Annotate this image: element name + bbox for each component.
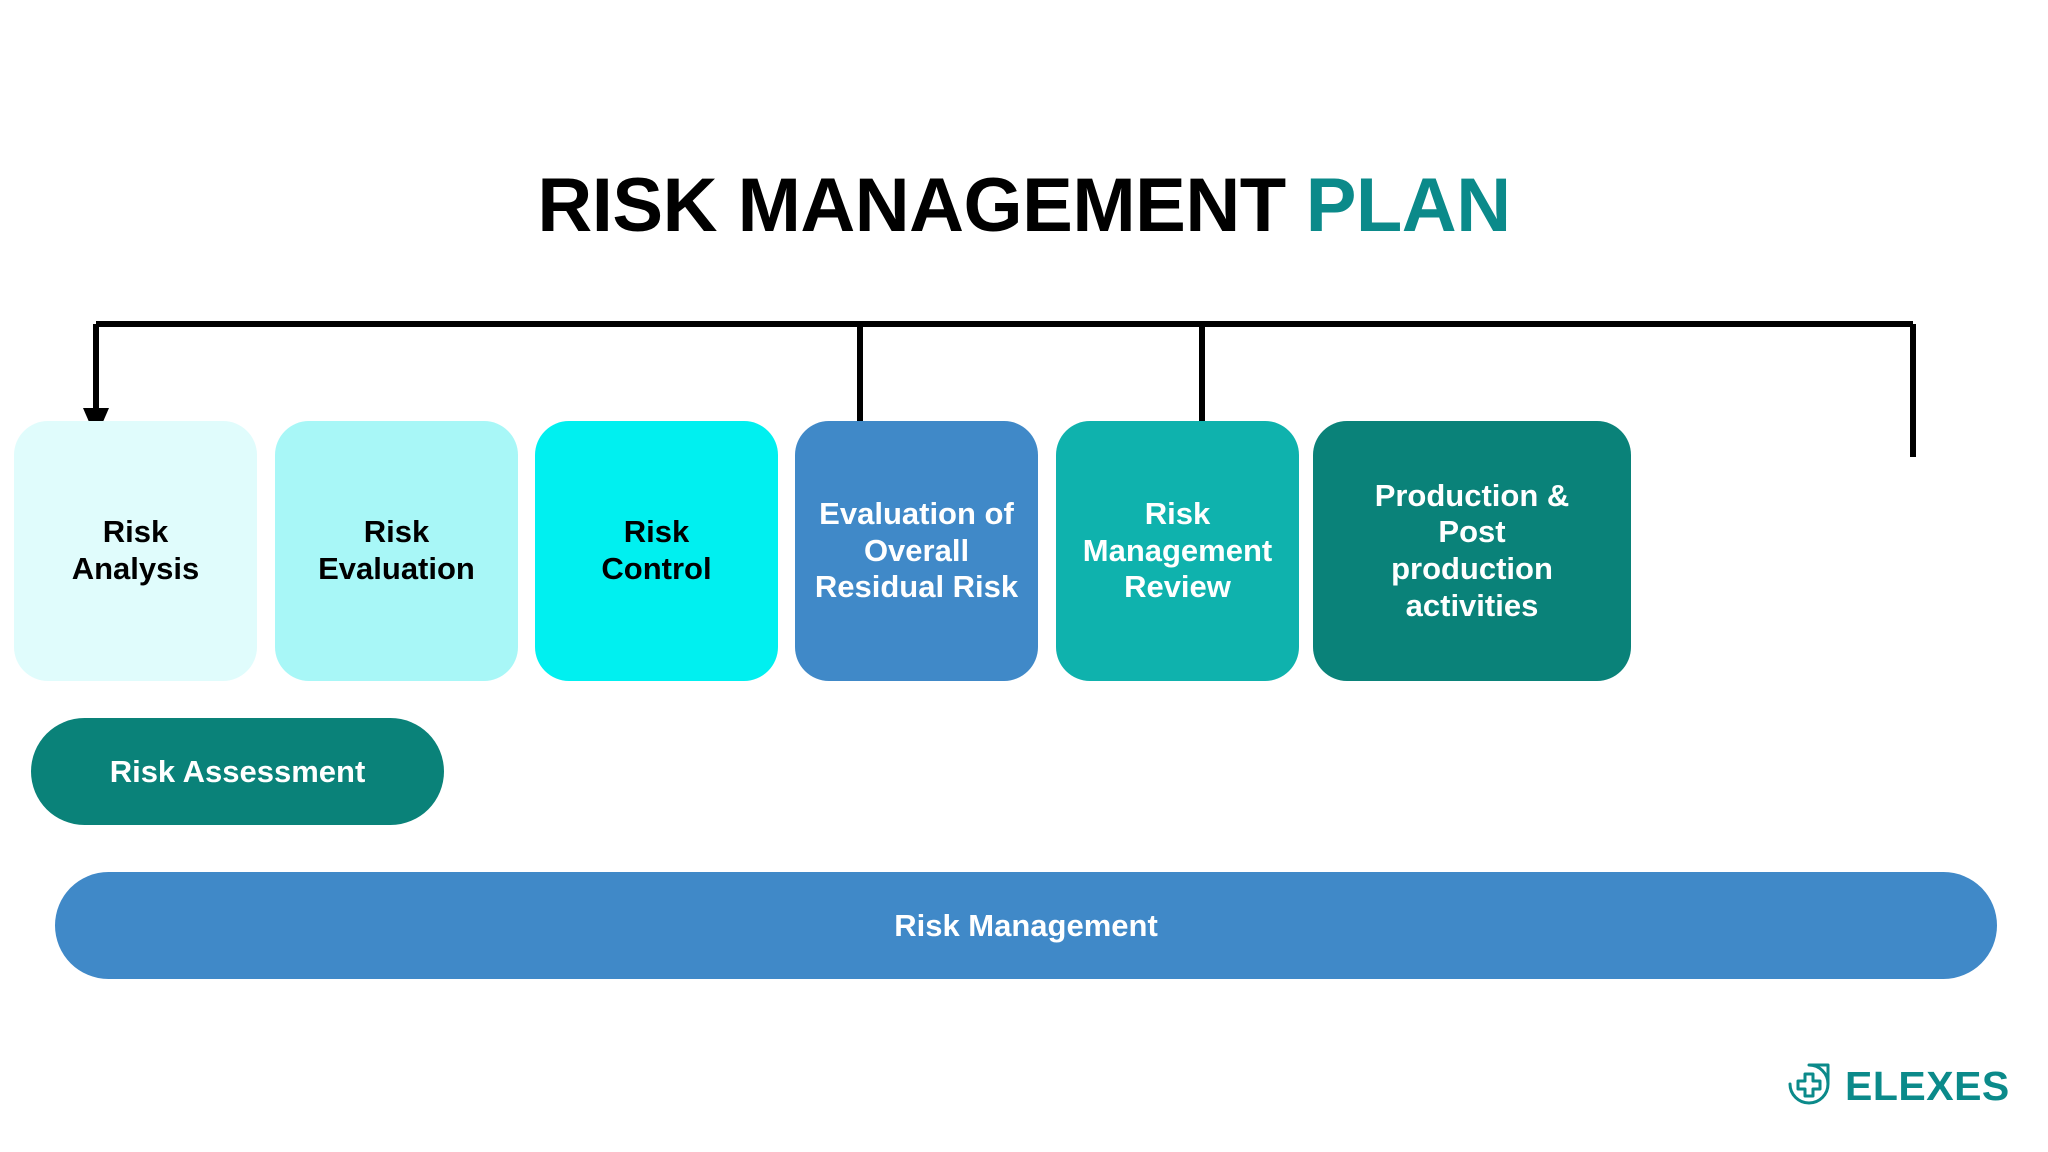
group-bar-risk-management[interactable]: Risk Management [55, 872, 1997, 979]
group-bar-label: Risk Assessment [109, 753, 366, 789]
stage-label: Risk Management Review [1082, 496, 1273, 605]
stage-box-risk-management-review[interactable]: Risk Management Review [1056, 421, 1299, 681]
stage-label: Production & Post production activities [1374, 477, 1570, 623]
group-bar-risk-assessment[interactable]: Risk Assessment [31, 718, 444, 825]
stage-row: Risk Analysis Risk Evaluation Risk Contr… [14, 421, 2034, 681]
page-title-accent: PLAN [1305, 163, 1511, 248]
cross-outline [1796, 1072, 1822, 1098]
logo-wordmark: ELEXES [1845, 1062, 2010, 1109]
stage-label: Risk Control [601, 514, 712, 586]
stage-box-evaluation-of-overall-residual-risk[interactable]: Evaluation of Overall Residual Risk [795, 421, 1038, 681]
group-bar-label: Risk Management [894, 907, 1158, 943]
stage-box-risk-evaluation[interactable]: Risk Evaluation [275, 421, 518, 681]
stage-box-risk-analysis[interactable]: Risk Analysis [14, 421, 257, 681]
stage-label: Evaluation of Overall Residual Risk [814, 496, 1019, 605]
elexes-logo: ELEXES [1785, 1062, 2010, 1110]
stage-box-production-and-post-production-activities[interactable]: Production & Post production activities [1313, 421, 1631, 681]
stage-box-risk-control[interactable]: Risk Control [535, 421, 778, 681]
stage-label: Risk Evaluation [318, 514, 475, 586]
stage-label: Risk Analysis [71, 514, 200, 586]
page-title-main: RISK MANAGEMENT [537, 163, 1286, 248]
shield-medical-cross-icon [1788, 1063, 1830, 1105]
shield-outline [1788, 1063, 1830, 1105]
